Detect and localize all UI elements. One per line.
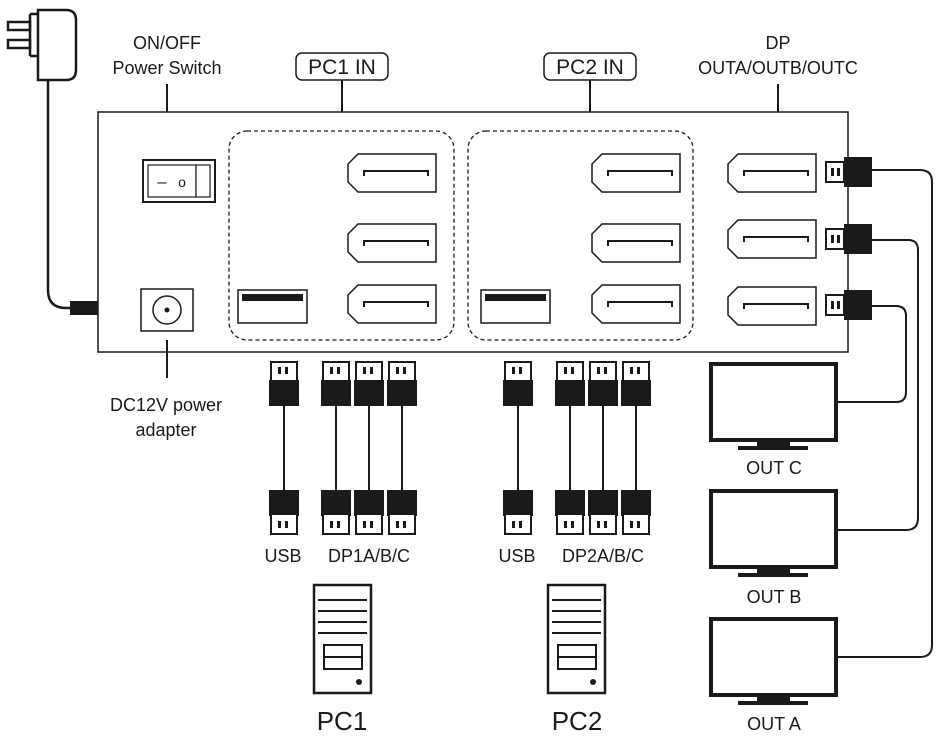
pc2-dp-cable-c xyxy=(621,361,651,535)
pc1-dp-cable-b xyxy=(354,361,384,535)
switch-off-symbol: – xyxy=(158,174,167,191)
pc1-dp-port-3 xyxy=(347,284,437,324)
monitor-out-b-icon xyxy=(709,489,838,577)
power-plug-icon xyxy=(6,8,78,82)
pc1-usb-cable xyxy=(269,361,299,535)
pc2-tower-icon xyxy=(546,583,607,695)
out-c-label: OUT C xyxy=(746,458,802,478)
pc1-dp-label: DP1A/B/C xyxy=(328,546,410,566)
pc1-dp-cable-c xyxy=(387,361,417,535)
out-b-label: OUT B xyxy=(747,587,802,607)
pc2-dp-cable-b xyxy=(588,361,618,535)
pc1-port-group xyxy=(228,130,455,341)
dp-out-label-line1: DP xyxy=(765,33,790,53)
pc1-usb-label: USB xyxy=(264,546,301,566)
dp-out-port-b xyxy=(727,219,817,259)
pc1-dp-port-1 xyxy=(347,153,437,193)
cable-to-out-b xyxy=(838,239,919,531)
pc1-dp-port-2 xyxy=(347,223,437,263)
pc2-dp-label: DP2A/B/C xyxy=(562,546,644,566)
pc2-dp-port-2 xyxy=(591,223,681,263)
pc2-usb-cable xyxy=(503,361,533,535)
pc2-in-label: PC2 IN xyxy=(556,56,624,79)
pc2-dp-port-1 xyxy=(591,153,681,193)
dp-out-plug-3 xyxy=(825,290,872,320)
dp-out-plug-2 xyxy=(825,224,872,254)
out-a-label: OUT A xyxy=(747,714,801,734)
pc2-port-group xyxy=(467,130,694,341)
dp-out-label-line2: OUTA/OUTB/OUTC xyxy=(698,58,858,78)
dc-jack-icon xyxy=(140,288,194,332)
pc1-in-label: PC1 IN xyxy=(308,56,376,79)
usb-port-pc1 xyxy=(237,289,308,324)
usb-port-pc2 xyxy=(480,289,551,324)
pc1-label: PC1 xyxy=(317,706,368,736)
rocker-switch-icon: – o xyxy=(142,159,216,203)
power-switch-label-line2: Power Switch xyxy=(112,58,221,78)
monitor-out-c-icon xyxy=(709,362,838,450)
pc2-label: PC2 xyxy=(552,706,603,736)
power-switch-label-line1: ON/OFF xyxy=(133,33,201,53)
power-cable xyxy=(46,80,72,310)
pc1-dp-cable-a xyxy=(321,361,351,535)
pc1-in-tag: PC1 IN xyxy=(295,52,389,81)
monitor-out-a-icon xyxy=(709,617,838,705)
power-adapter-label-line2: adapter xyxy=(135,420,196,440)
pc2-in-tag: PC2 IN xyxy=(543,52,637,81)
switch-on-symbol: o xyxy=(178,174,186,190)
power-adapter-label-line1: DC12V power xyxy=(110,395,222,415)
cable-to-out-a xyxy=(838,169,933,658)
cable-to-out-c xyxy=(838,305,907,403)
pc1-tower-icon xyxy=(312,583,373,695)
dp-out-port-c xyxy=(727,286,817,326)
dp-out-plug-1 xyxy=(825,157,872,187)
pc2-usb-label: USB xyxy=(498,546,535,566)
kvm-switch-body xyxy=(97,111,849,353)
pc2-dp-cable-a xyxy=(555,361,585,535)
dp-out-port-a xyxy=(727,153,817,193)
pc2-dp-port-3 xyxy=(591,284,681,324)
